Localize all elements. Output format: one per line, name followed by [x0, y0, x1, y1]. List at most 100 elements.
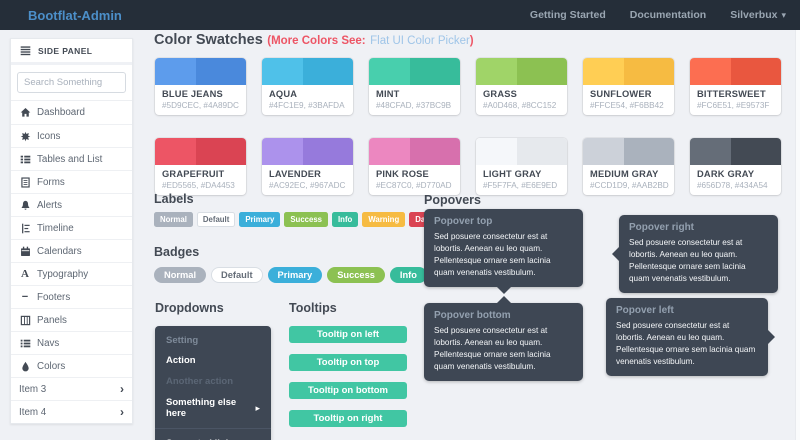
- footer-icon: −: [21, 290, 29, 303]
- sidebar-item-icons[interactable]: Icons: [11, 124, 132, 147]
- swatch-hex: #48CFAD, #37BC9B: [376, 101, 452, 110]
- swatch-lavender: LAVENDER #AC92EC, #967ADC: [262, 138, 353, 195]
- swatch-color-dark: [623, 58, 674, 85]
- sidebar-header: SIDE PANEL: [11, 39, 132, 65]
- dropdown-menu: Setting Action Another action Something …: [155, 326, 271, 440]
- popover-arrow-left: [605, 246, 619, 261]
- swatch-hex: #A0D468, #8CC152: [483, 101, 557, 110]
- swatch-hex: #AC92EC, #967ADC: [269, 181, 346, 190]
- dropdown-item-another-action: Another action: [166, 376, 234, 387]
- sidebar-item-label: Colors: [37, 360, 66, 372]
- tooltip-top-button[interactable]: Tooltip on top: [289, 354, 407, 371]
- swatch-color-dark: [409, 58, 460, 85]
- swatch-sunflower: SUNFLOWER#FFCE54, #F6BB42: [583, 58, 674, 115]
- nav-link-documentation[interactable]: Documentation: [629, 9, 707, 21]
- sidebar-item-timeline[interactable]: Timeline: [11, 216, 132, 239]
- hamburger-icon[interactable]: [19, 45, 31, 56]
- app-brand[interactable]: Bootflat-Admin: [28, 7, 122, 23]
- sidebar-item-label: Item 3: [19, 383, 47, 395]
- scrollbar[interactable]: [795, 30, 800, 440]
- swatch-color-dark: [730, 138, 781, 165]
- swatch-mint: MINT#48CFAD, #37BC9B: [369, 58, 460, 115]
- badges-heading: Badges: [154, 245, 200, 259]
- sidebar-item-label: Panels: [37, 314, 67, 326]
- page-title-note: (More Colors See:: [267, 35, 366, 47]
- sidebar-title: SIDE PANEL: [38, 45, 93, 56]
- color-swatch-grid: BLUE JEANS#5D9CEC, #4A89DC AQUA#4FC1E9, …: [155, 58, 781, 218]
- dropdowns-heading: Dropdowns: [155, 301, 224, 315]
- sidebar-item-navs[interactable]: Navs: [11, 331, 132, 354]
- label-normal: Normal: [154, 212, 193, 227]
- dropdown-item-action[interactable]: Action: [166, 355, 196, 366]
- popover-title: Popover right: [629, 222, 695, 233]
- bell-icon: [19, 200, 31, 211]
- tooltip-left-button[interactable]: Tooltip on left: [289, 326, 407, 343]
- popover-title: Popover top: [434, 216, 493, 227]
- swatch-name: LAVENDER: [269, 169, 322, 179]
- sidebar-item-colors[interactable]: Colors: [11, 354, 132, 377]
- popover-body: Sed posuere consectetur est at lobortis.…: [434, 326, 551, 371]
- sidebar-item-panels[interactable]: Panels: [11, 308, 132, 331]
- nav-user-menu[interactable]: Silverbux▾: [730, 9, 786, 21]
- swatch-color-light: [690, 58, 731, 85]
- dropdown-item-something-else[interactable]: Something else here ▸: [155, 392, 271, 424]
- calendar-icon: [19, 246, 31, 257]
- sidebar-item-typography[interactable]: A Typography: [11, 262, 132, 285]
- nav-user-label: Silverbux: [730, 9, 778, 21]
- tooltip-bottom-button[interactable]: Tooltip on bottom: [289, 382, 407, 399]
- swatch-color-dark: [302, 138, 353, 165]
- sidebar-item-alerts[interactable]: Alerts: [11, 193, 132, 216]
- swatch-color-light: [262, 138, 303, 165]
- search-input[interactable]: [17, 72, 126, 93]
- dropdown-item-separated-link[interactable]: Separated link: [155, 433, 271, 440]
- navs-icon: [19, 338, 31, 349]
- swatch-color-dark: [302, 58, 353, 85]
- sidebar-item-calendars[interactable]: Calendars: [11, 239, 132, 262]
- sidebar: SIDE PANEL Dashboard Icons Tables and Li…: [10, 38, 133, 424]
- badge-success: Success: [327, 267, 385, 283]
- swatch-hex: #EC87C0, #D770AD: [376, 181, 452, 190]
- popover-arrow-down: [496, 286, 511, 301]
- label-primary: Primary: [239, 212, 281, 227]
- swatch-color-light: [155, 58, 196, 85]
- navbar: Bootflat-Admin Getting Started Documenta…: [0, 0, 800, 30]
- popover-arrow-up: [496, 289, 511, 303]
- flat-ui-color-picker-link[interactable]: Flat UI Color Picker: [370, 35, 470, 47]
- swatch-hex: #FFCE54, #F6BB42: [590, 101, 664, 110]
- swatch-color-light: [262, 58, 303, 85]
- label-default: Default: [196, 212, 236, 227]
- swatch-color-light: [690, 138, 731, 165]
- dropdown-item-label: Something else here: [166, 397, 237, 419]
- nav-link-getting-started[interactable]: Getting Started: [529, 9, 606, 21]
- sidebar-item-label: Timeline: [37, 222, 74, 234]
- sidebar-item-label: Alerts: [37, 199, 63, 211]
- swatch-color-light: [476, 58, 517, 85]
- swatch-color-light: [369, 58, 410, 85]
- sidebar-item-3[interactable]: Item 3 ›: [11, 377, 132, 400]
- sidebar-item-label: Typography: [37, 268, 89, 280]
- popover-title: Popover left: [616, 305, 674, 316]
- swatch-grapefruit: GRAPEFRUIT#ED5565, #DA4453: [155, 138, 246, 195]
- sidebar-item-label: Calendars: [37, 245, 82, 257]
- sidebar-item-tables-and-list[interactable]: Tables and List: [11, 147, 132, 170]
- sidebar-item-4[interactable]: Item 4 ›: [11, 400, 132, 423]
- swatch-name: BITTERSWEET: [697, 89, 766, 99]
- badge-normal: Normal: [154, 267, 207, 283]
- swatch-name: PINK ROSE: [376, 169, 429, 179]
- home-icon: [19, 107, 31, 118]
- popover-body: Sed posuere consectetur est at lobortis.…: [616, 321, 756, 366]
- swatch-color-dark: [623, 138, 674, 165]
- swatch-color-dark: [730, 58, 781, 85]
- swatch-hex: #FC6E51, #E9573F: [697, 101, 770, 110]
- sidebar-item-footers[interactable]: − Footers: [11, 285, 132, 308]
- popover-body: Sed posuere consectetur est at lobortis.…: [629, 238, 746, 283]
- list-icon: [19, 154, 31, 165]
- sidebar-item-forms[interactable]: Forms: [11, 170, 132, 193]
- gear-icon: [19, 131, 31, 142]
- label-info: Info: [332, 212, 359, 227]
- tooltip-right-button[interactable]: Tooltip on right: [289, 410, 407, 427]
- sidebar-item-dashboard[interactable]: Dashboard: [11, 101, 132, 124]
- label-warning: Warning: [362, 212, 406, 227]
- swatch-color-light: [583, 58, 624, 85]
- swatch-name: BLUE JEANS: [162, 89, 223, 99]
